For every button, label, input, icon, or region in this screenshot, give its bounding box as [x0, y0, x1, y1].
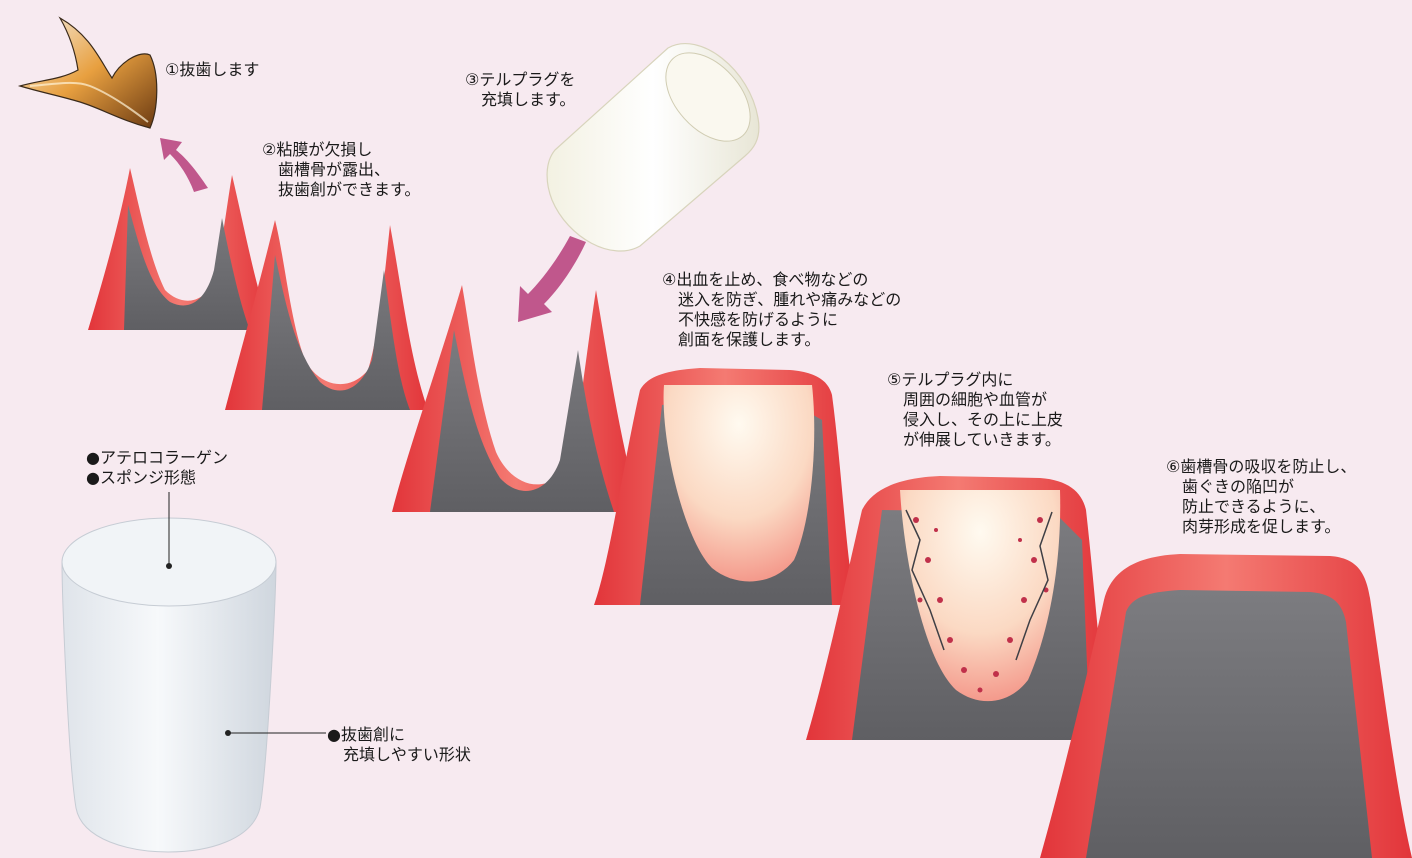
- socket-stage-3: [392, 285, 640, 512]
- step3-label: ③テルプラグを 充填します。: [465, 70, 575, 110]
- step5-label: ⑤テルプラグ内に 周囲の細胞や血管が 侵入し、その上に上皮 が伸展していきます。: [887, 370, 1063, 450]
- step4-label: ④出血を止め、食べ物などの 迷入を防ぎ、腫れや痛みなどの 不快感を防げるように …: [662, 270, 901, 350]
- socket-stage-6: [1040, 554, 1412, 858]
- product-features-label: ●アテロコラーゲン ●スポンジ形態: [86, 448, 228, 488]
- product-shape-label: ●抜歯創に 充填しやすい形状: [327, 725, 471, 765]
- socket-stage-4: [594, 368, 856, 605]
- collagen-plug-inserting: [547, 37, 767, 251]
- step2-label: ②粘膜が欠損し 歯槽骨が露出、 抜歯創ができます。: [262, 140, 420, 200]
- socket-stage-2b: [225, 220, 428, 410]
- step3-arrow: [518, 236, 586, 322]
- socket-stage-5: [806, 476, 1110, 740]
- step6-label: ⑥歯槽骨の吸収を防止し、 歯ぐきの陥凹が 防止できるように、 肉芽形成を促します…: [1166, 457, 1356, 537]
- socket-stage-2: [88, 168, 272, 330]
- extracted-tooth: [20, 18, 157, 128]
- step1-label: ①抜歯します: [165, 60, 259, 80]
- step1-arrow: [160, 138, 208, 192]
